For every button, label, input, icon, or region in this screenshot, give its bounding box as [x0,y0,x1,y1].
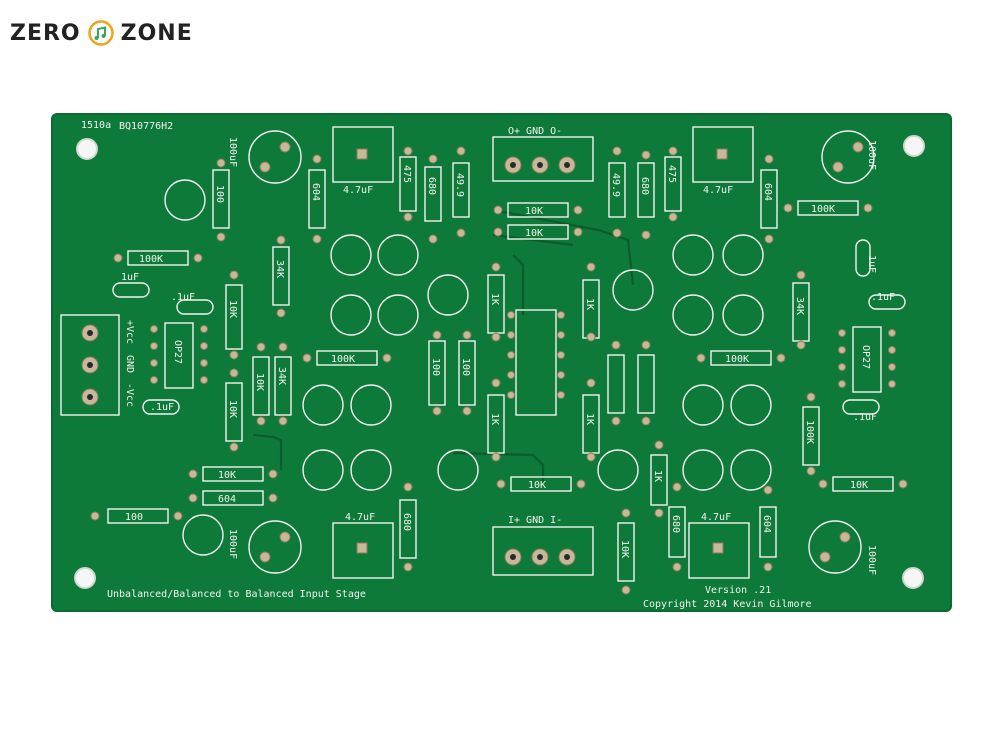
resistor-label: 34K [274,260,285,278]
brand-logo: ZERO ZONE [10,20,193,46]
resistor-label: 100 [125,512,143,523]
connector-bottom-label: I+ GND I- [508,515,562,526]
board-code: BQ10776H2 [119,121,173,132]
board-code: 1510a [81,120,111,131]
resistor-label: 1K [489,413,500,425]
resistor-label: 10K [525,228,543,239]
resistor-label: 34K [794,297,805,315]
cap-label: 1uF [121,272,139,283]
cap-label: .1uF [853,412,877,423]
brand-zone: ZONE [120,20,193,46]
electrolytic-capacitors [248,130,875,574]
ic-label-left: OP27 [172,340,183,364]
resistor-label: 10K [619,540,630,558]
cap-label: 100uF [227,529,238,559]
power-label-neg-vcc: -Vcc [124,383,135,407]
ic-label-right: OP27 [860,345,871,369]
resistor-label: 100 [430,358,441,376]
resistor-label: 680 [426,177,437,195]
resistors [90,146,908,595]
resistor-label: 10K [218,470,236,481]
ic-outline-left [164,322,194,389]
connector-top-label: O+ GND O- [508,126,562,137]
cap-label: 100uF [227,137,238,167]
resistor-label: 604 [218,494,236,505]
power-label-gnd: GND [124,355,135,373]
resistor-label: 10K [528,480,546,491]
resistor-label: 475 [401,165,412,183]
resistor-label: 49.9 [610,173,621,197]
resistor-label: 10K [850,480,868,491]
resistor-label: 100K [139,254,163,265]
resistor-label: 10K [227,300,238,318]
board-title: Unbalanced/Balanced to Balanced Input St… [107,589,366,600]
cap-label: 1uF [866,255,877,273]
cap-label: 4.7uF [703,185,733,196]
mounting-hole [74,567,96,589]
cap-label: 4.7uF [701,512,731,523]
resistor-label: 1K [652,470,663,482]
cap-label: 4.7uF [345,512,375,523]
music-note-icon [87,20,114,46]
pcb-board: O+ GND O- I+ GND I- +Vcc GND -Vcc OP27 O… [53,115,950,610]
ic-outline-center [515,309,557,416]
resistor-label: 1K [584,413,595,425]
mounting-hole [76,138,98,160]
output-connector-outline [492,136,594,182]
power-label-vcc: +Vcc [124,320,135,344]
resistor-label: 34K [276,367,287,385]
resistor-label: 100K [725,354,749,365]
mounting-hole [902,567,924,589]
resistor-label: 604 [761,515,772,533]
cap-label: 100uF [866,545,877,575]
resistor-label: 604 [310,183,321,201]
cap-label: .1uF [171,292,195,303]
power-connector-outline [60,314,120,416]
resistor-label: 604 [762,183,773,201]
input-connector-outline [492,526,594,576]
cap-label: 100uF [866,140,877,170]
resistor-label: 100 [460,358,471,376]
resistor-label: 1K [489,293,500,305]
resistor-label: 680 [401,513,412,531]
resistor-label: 10K [525,206,543,217]
resistor-label: 10K [254,373,265,391]
transistors [164,179,772,556]
resistor-label: 680 [670,515,681,533]
resistor-label: 100K [804,420,815,444]
cap-label: .1uF [871,292,895,303]
pcb-layout: O+ GND O- I+ GND I- +Vcc GND -Vcc OP27 O… [60,120,925,610]
mounting-hole [903,135,925,157]
film-capacitors [332,126,754,579]
cap-label: .1uF [150,402,174,413]
resistor-label: 1K [584,298,595,310]
board-copyright: Copyright 2014 Kevin Gilmore [643,599,812,610]
resistor-label: 100K [811,204,835,215]
resistor-label: 475 [666,165,677,183]
brand-zero: ZERO [10,20,81,46]
resistor-label: 49.9 [454,173,465,197]
cap-label: 4.7uF [343,185,373,196]
resistor-label: 10K [227,400,238,418]
ic-outline-right [852,326,882,393]
board-version: Version .21 [705,585,771,596]
resistor-label: 100K [331,354,355,365]
resistor-label: 100 [214,185,225,203]
resistor-label: 680 [639,177,650,195]
